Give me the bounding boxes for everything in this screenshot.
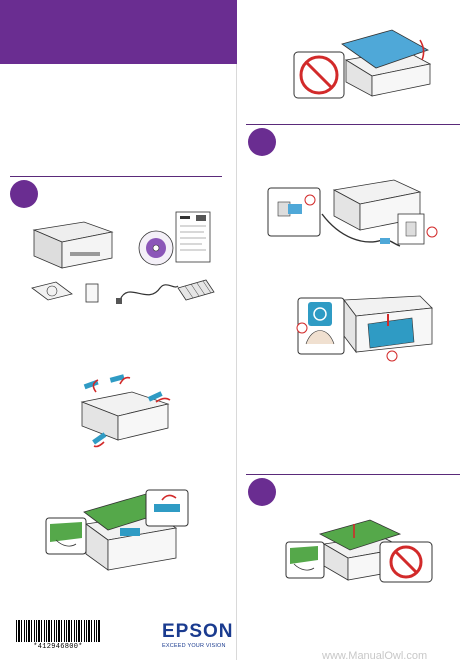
- inset-detail-right: [145, 489, 189, 527]
- wall-outlet-icon: [397, 213, 438, 245]
- cd-icon: [138, 230, 174, 266]
- section-divider-2: [246, 124, 460, 125]
- control-panel-icon: [367, 317, 415, 349]
- inset-detail-left: [285, 541, 325, 579]
- scanner-lid-icon: [341, 29, 429, 69]
- brand-logo: EPSON: [162, 621, 234, 642]
- box-contents-illustration: [31, 211, 215, 304]
- open-lid-illustration: [45, 489, 189, 571]
- start-here-sheet-icon: [175, 211, 211, 263]
- watermark: www.ManualOwl.com: [322, 650, 428, 662]
- step-2-badge: [248, 128, 276, 156]
- power-button-illustration: [296, 295, 433, 362]
- connect-power-illustration: [267, 179, 438, 247]
- printer-icon: [32, 221, 114, 269]
- close-lid-illustration: [293, 29, 432, 99]
- inset-detail-left: [45, 517, 87, 555]
- inset-power-button: [296, 297, 345, 355]
- ink-cartridges-icon: [177, 279, 215, 301]
- tape-strip-icon: [120, 528, 140, 536]
- step-3-badge: [248, 478, 276, 506]
- lift-lid-illustration: [285, 519, 433, 583]
- prohibited-icon: [379, 541, 433, 583]
- inset-rear-port: [267, 187, 321, 237]
- paper-roll-icon: [85, 283, 99, 303]
- plug-icon: [380, 238, 390, 244]
- prohibited-icon: [293, 51, 345, 99]
- column-divider: [236, 64, 237, 660]
- section-divider-1: [10, 176, 222, 177]
- section-divider-3: [246, 474, 460, 475]
- arrow-icon: [92, 376, 171, 448]
- power-cord-icon: [116, 284, 179, 304]
- brand-tagline: EXCEED YOUR VISION: [162, 643, 226, 649]
- step-1-badge: [10, 180, 38, 208]
- barcode: [16, 620, 100, 642]
- remove-tape-illustration: [80, 374, 171, 448]
- arrow-icon: [419, 39, 425, 61]
- printer-icon: [84, 513, 178, 571]
- barcode-number: *412946800*: [33, 643, 83, 651]
- step-number-2-icon: [386, 350, 398, 362]
- header-band: [0, 0, 237, 64]
- cd-tray-icon: [31, 281, 73, 301]
